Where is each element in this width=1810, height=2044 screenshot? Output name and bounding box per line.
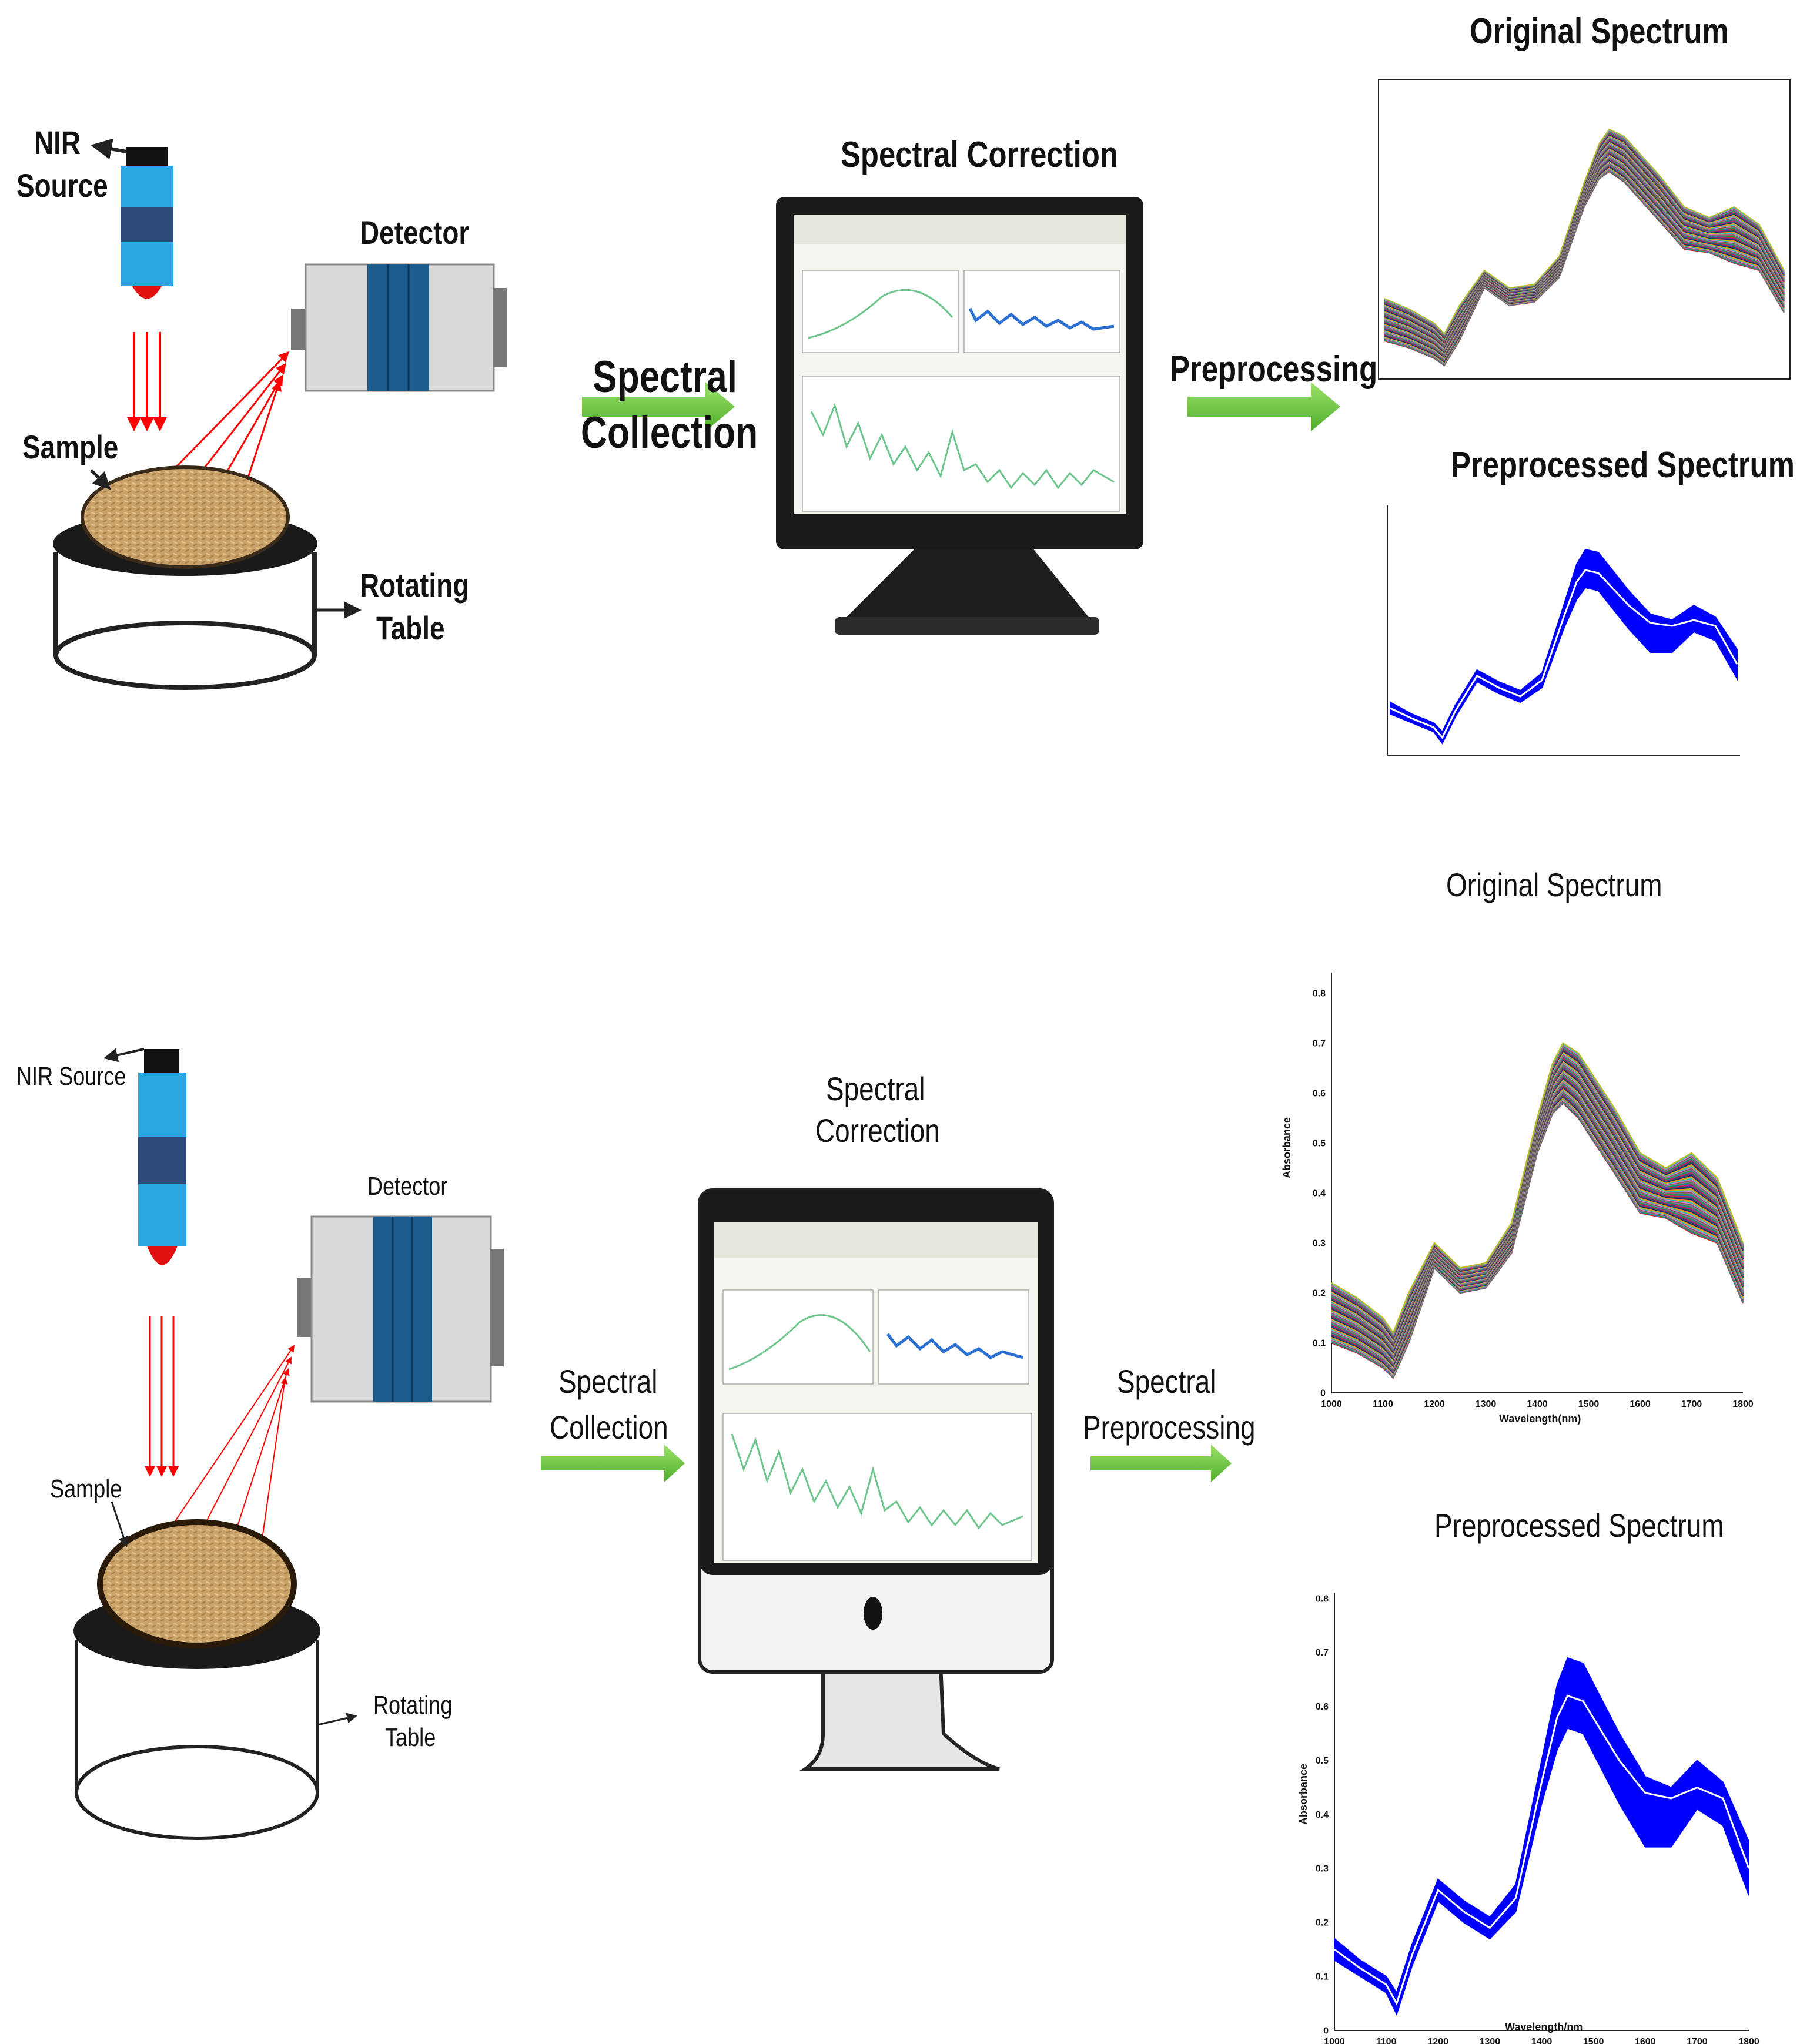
nir-source-device-bottom [138, 1049, 186, 1265]
nir-source-label-line2: Source [16, 167, 108, 204]
y-tick-label: 0.7 [1313, 1038, 1326, 1048]
nir-source-device [121, 147, 173, 299]
bottom-preprocessed-spectrum-title: Preprocessed Spectrum [1434, 1507, 1724, 1544]
x-tick-label: 1600 [1635, 2037, 1656, 2044]
nir-source-label-line1: NIR [34, 124, 81, 161]
top-original-spectrum-title: Original Spectrum [1470, 11, 1729, 52]
detector-device [291, 263, 507, 392]
sample-pointer-bottom [111, 1501, 129, 1547]
spectral-collection-label-line1: Spectral [593, 352, 737, 402]
incident-beams [127, 332, 167, 431]
top-original-spectrum-chart [1378, 79, 1791, 380]
rotating-table-label-bottom-line1: Rotating [373, 1691, 453, 1720]
spectral-preprocessing-label-line1: Spectral [1117, 1363, 1216, 1400]
y-tick-label: 0.3 [1313, 1238, 1326, 1248]
spectral-correction-label-bottom-line2: Correction [815, 1112, 940, 1149]
y-tick-label: 0 [1320, 1388, 1326, 1398]
spectrum-line-80 [1384, 128, 1785, 335]
x-tick-label: 1800 [1732, 1399, 1754, 1409]
y-tick-label: 0.1 [1313, 1338, 1326, 1348]
y-tick-label: 0.4 [1313, 1188, 1326, 1198]
x-tick-label: 1600 [1630, 1399, 1651, 1409]
incident-beams-bottom [145, 1316, 179, 1477]
table-pointer-bottom [317, 1713, 357, 1726]
y-tick-label: 0.8 [1313, 989, 1326, 998]
x-tick-label: 1000 [1321, 1399, 1342, 1409]
sample-label: Sample [22, 428, 119, 465]
y-tick-label: 0.6 [1313, 1088, 1326, 1098]
y-tick-label: 0.5 [1316, 1756, 1329, 1766]
rotating-table-bottom [73, 1519, 320, 1840]
mean-spectrum-line [1390, 569, 1738, 739]
top-preprocessed-spectrum-title: Preprocessed Spectrum [1451, 445, 1795, 485]
top-panel [53, 79, 1791, 756]
mean-spectrum-line [1334, 1694, 1750, 2006]
bottom-original-ylabel: Absorbance [1281, 1117, 1293, 1178]
preprocessing-arrow [1187, 382, 1340, 431]
x-tick-label: 1100 [1373, 1399, 1393, 1409]
x-tick-label: 1300 [1476, 1399, 1497, 1409]
reflected-beams-bottom [170, 1345, 295, 1564]
x-tick-label: 1400 [1527, 1399, 1548, 1409]
y-tick-label: 0.2 [1313, 1288, 1326, 1298]
x-tick-label: 1700 [1681, 1399, 1702, 1409]
spectral-collection-label-bottom-line1: Spectral [558, 1363, 658, 1400]
detector-label-bottom: Detector [367, 1172, 448, 1201]
spectrum-band [1390, 548, 1738, 745]
rotating-table [53, 465, 317, 690]
x-tick-label: 1500 [1583, 2037, 1604, 2044]
x-tick-label: 1800 [1738, 2037, 1759, 2044]
x-tick-label: 1200 [1427, 2037, 1448, 2044]
y-tick-label: 0.7 [1316, 1648, 1329, 1658]
preprocessing-label: Preprocessing [1170, 349, 1378, 390]
x-tick-label: 1200 [1424, 1399, 1445, 1409]
y-tick-label: 0.6 [1316, 1702, 1329, 1712]
bottom-preprocessed-xlabel: Wavelength/nm [1505, 2021, 1583, 2033]
sample-label-bottom: Sample [50, 1475, 122, 1503]
detector-device-bottom [297, 1215, 504, 1403]
spectrum-band [1334, 1657, 1749, 2016]
spectral-collection-label-line2: Collection [581, 408, 758, 458]
rotating-table-label-line2: Table [376, 609, 445, 646]
y-tick-label: 0.3 [1316, 1864, 1329, 1874]
nir-source-label-bottom: NIR Source [16, 1062, 126, 1091]
monitor-bottom [698, 1188, 1054, 1771]
bottom-original-spectrum-title: Original Spectrum [1446, 866, 1662, 903]
x-tick-label: 1300 [1480, 2037, 1501, 2044]
rotating-table-label-bottom-line2: Table [385, 1723, 436, 1752]
bottom-original-spectrum-chart: 1000 1100 1200 1300 1400 1500 1600 1700 1800 0 0.… [1313, 973, 1754, 1409]
x-tick-label: 1000 [1324, 2037, 1345, 2044]
spectral-preprocessing-label-line2: Preprocessing [1083, 1409, 1256, 1446]
spectrum-line-80 [1331, 1042, 1744, 1335]
bottom-preprocessed-spectrum-chart: 1000 1100 1200 1300 1400 1500 1600 1700 1800 0 0.… [1316, 1593, 1759, 2044]
spectral-collection-label-bottom-line2: Collection [550, 1409, 668, 1446]
collection-arrow [582, 382, 735, 431]
preprocessing-arrow-bottom [1090, 1445, 1232, 1482]
top-preprocessed-spectrum-chart [1387, 505, 1740, 756]
bottom-original-xlabel: Wavelength(nm) [1499, 1413, 1581, 1425]
bottom-panel: 1000 1100 1200 1300 1400 1500 1600 1700 1800 0 0.… [73, 973, 1759, 2044]
y-tick-label: 0.4 [1316, 1810, 1329, 1820]
spectral-correction-label-bottom-line1: Spectral [826, 1070, 925, 1107]
y-tick-label: 0.2 [1316, 1918, 1329, 1928]
sample-pointer [90, 469, 111, 490]
y-tick-label: 0.1 [1316, 1972, 1329, 1982]
x-tick-label: 1100 [1376, 2037, 1397, 2044]
nir-source-pointer [91, 138, 127, 160]
bottom-preprocessed-ylabel: Absorbance [1297, 1763, 1309, 1825]
x-tick-label: 1400 [1531, 2037, 1553, 2044]
spectral-correction-label: Spectral Correction [841, 135, 1118, 175]
monitor-top [776, 197, 1143, 635]
y-tick-label: 0.8 [1316, 1594, 1329, 1604]
nir-source-pointer-bottom [103, 1048, 145, 1063]
collection-arrow-bottom [541, 1445, 685, 1482]
x-tick-label: 1700 [1687, 2037, 1708, 2044]
y-tick-label: 0 [1323, 2026, 1329, 2036]
detector-label: Detector [360, 214, 470, 251]
rotating-table-label-line1: Rotating [360, 567, 470, 604]
y-tick-label: 0.5 [1313, 1138, 1326, 1148]
x-tick-label: 1500 [1578, 1399, 1600, 1409]
